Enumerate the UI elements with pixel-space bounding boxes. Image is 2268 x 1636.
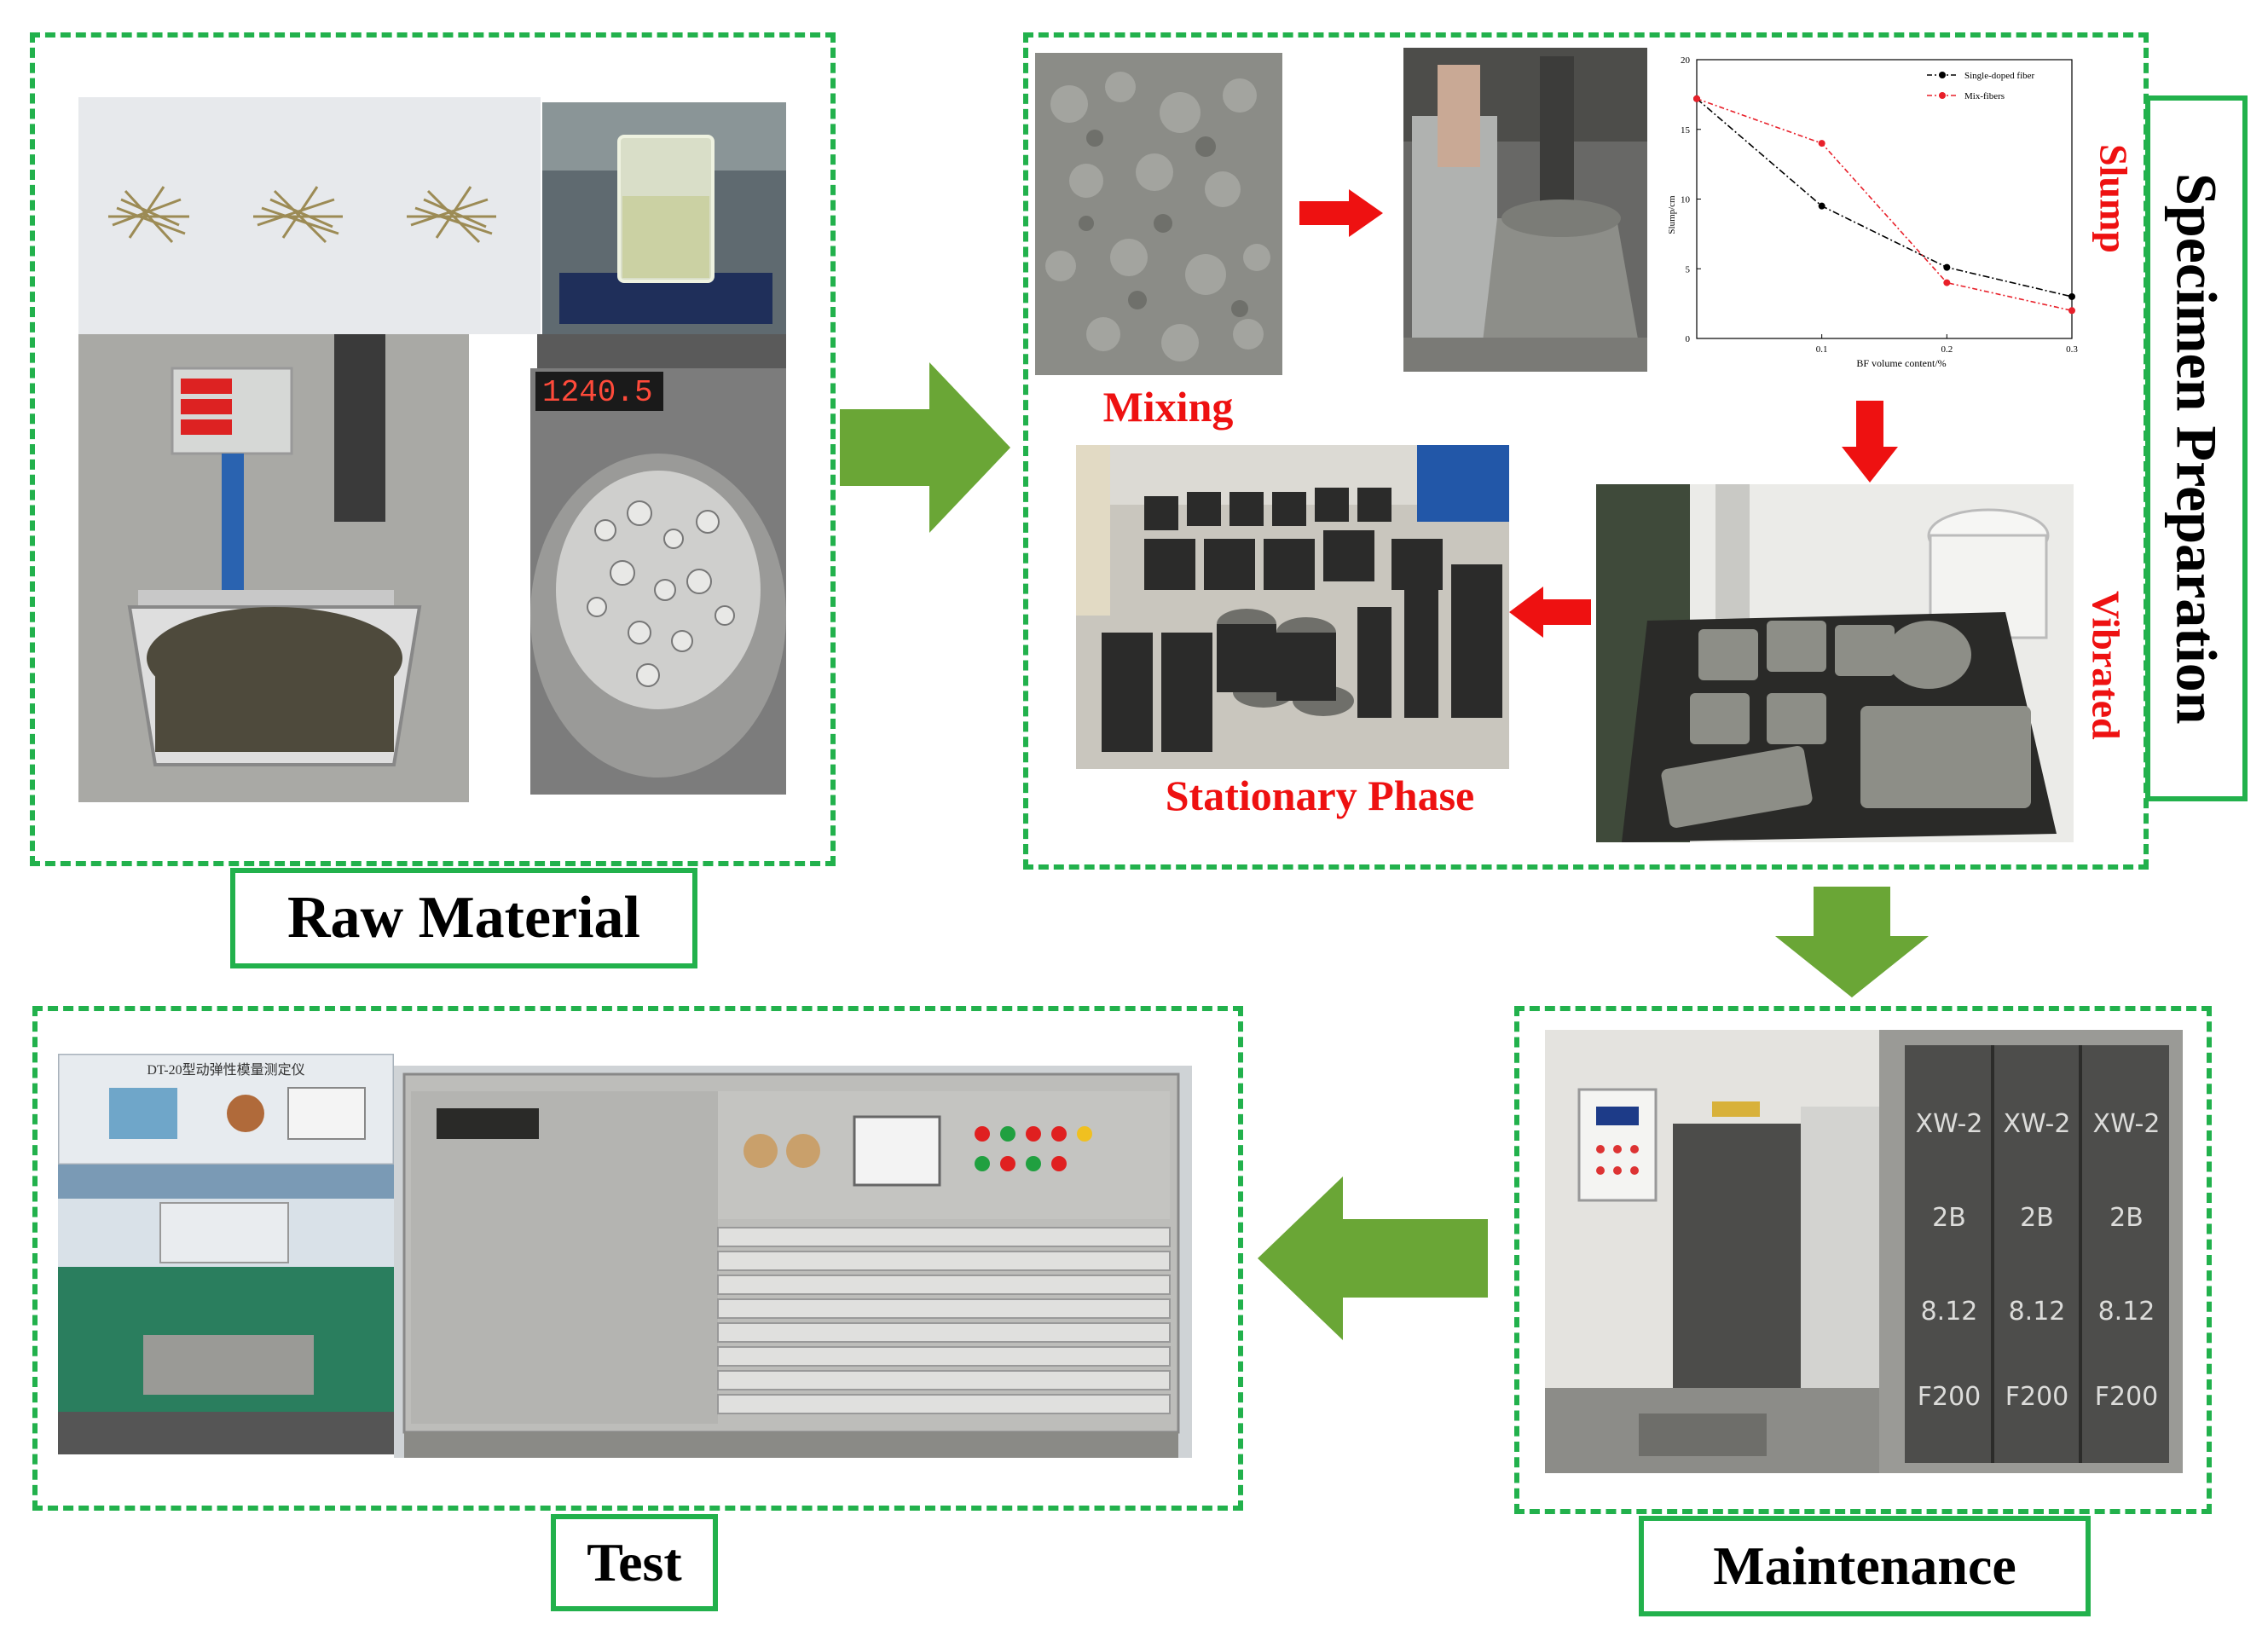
specimen-row4-3: F200 bbox=[2095, 1382, 2159, 1412]
specimen-row2-3: 2B bbox=[2109, 1203, 2144, 1233]
specimen-row3-2: 8.12 bbox=[2009, 1297, 2066, 1327]
test-label-text: Test bbox=[587, 1532, 682, 1593]
aggregate-bucket-photo: 1240.5 bbox=[469, 334, 786, 802]
flow-arrow-down-1 bbox=[1775, 887, 1929, 997]
raw-material-label: Raw Material bbox=[230, 868, 697, 968]
chart-data-point bbox=[1818, 202, 1825, 210]
specimen-preparation-label-text: Specimen Preparation bbox=[2164, 172, 2230, 725]
chart-x-axis-label: BF volume content/% bbox=[1856, 357, 1946, 369]
scale-display: 1240.5 bbox=[542, 375, 653, 410]
flow-arrow-right-1 bbox=[840, 362, 1010, 533]
freeze-thaw-chamber-photo bbox=[394, 1066, 1192, 1458]
chart-data-point bbox=[2068, 292, 2075, 300]
dynamic-modulus-tester-photo: DT-20型动弹性模量测定仪 bbox=[58, 1054, 394, 1454]
water-beaker-photo bbox=[542, 102, 786, 334]
chart-x-tick-label: 0.3 bbox=[2066, 344, 2078, 355]
raw-material-label-text: Raw Material bbox=[286, 885, 641, 951]
chart-legend-marker bbox=[1939, 72, 1946, 78]
chart-y-axis-label: Slump/cm bbox=[1667, 195, 1677, 234]
stationary-phase-photo bbox=[1076, 445, 1509, 769]
chart-series bbox=[1693, 95, 2075, 315]
vibrated-step-label: Vibrated bbox=[2080, 563, 2132, 767]
curing-room-photo bbox=[1545, 1030, 1879, 1473]
specimen-mark-3: XW-2 bbox=[2093, 1109, 2161, 1139]
chart-data-point bbox=[1693, 95, 1700, 102]
chart-series-line bbox=[1696, 98, 2073, 298]
sand-scale-photo bbox=[78, 334, 469, 802]
vibrated-photo bbox=[1596, 484, 2074, 842]
maintenance-label: Maintenance bbox=[1639, 1516, 2091, 1616]
specimen-row4-1: F200 bbox=[1918, 1382, 1982, 1412]
chart-y-tick-label: 15 bbox=[1681, 125, 1691, 136]
chart-legend-label: Single-doped fiber bbox=[1964, 71, 2035, 81]
specimen-row2-1: 2B bbox=[1932, 1203, 1966, 1233]
chart-y-tick-label: 0 bbox=[1686, 334, 1691, 344]
maintenance-label-text: Maintenance bbox=[1713, 1535, 2016, 1596]
chart-x-tick-label: 0.1 bbox=[1816, 344, 1828, 355]
step-arrow-down-1 bbox=[1842, 401, 1898, 483]
chart-data-point bbox=[1943, 263, 1951, 271]
chart-data-point bbox=[1943, 279, 1951, 286]
slump-chart-svg: 0 5 10 15 20 0.1 0.2 0.3 Single-doped fiberMix-… bbox=[1654, 44, 2089, 377]
chart-y-tick-label: 5 bbox=[1686, 264, 1691, 275]
chart-x-tick-label: 0.2 bbox=[1941, 344, 1953, 355]
chart-y-tick-label: 20 bbox=[1681, 55, 1691, 66]
test-panel bbox=[32, 1006, 1243, 1511]
raw-material-panel bbox=[30, 32, 836, 866]
fiber-samples-photo bbox=[78, 97, 541, 334]
specimen-row3-3: 8.12 bbox=[2098, 1297, 2155, 1327]
labeled-specimens-photo: XW-2 XW-2 XW-2 2B 2B 2B 8.12 8.12 8.12 F… bbox=[1879, 1030, 2183, 1473]
chart-legend-marker bbox=[1939, 92, 1946, 99]
chart-legend-label: Mix-fibers bbox=[1964, 91, 2005, 101]
chart-data-point bbox=[1818, 140, 1825, 147]
mixing-step-label: Mixing bbox=[1083, 382, 1253, 433]
slump-step-label: Slump bbox=[2091, 126, 2137, 271]
test-label: Test bbox=[551, 1514, 718, 1611]
specimen-mark-2: XW-2 bbox=[2004, 1109, 2071, 1139]
mixing-step-label-text: Mixing bbox=[1102, 383, 1234, 431]
vibrated-step-label-text: Vibrated bbox=[2084, 590, 2128, 740]
chart-axes: 0 5 10 15 20 0.1 0.2 0.3 bbox=[1681, 55, 2078, 355]
stationary-phase-step-label-text: Stationary Phase bbox=[1165, 772, 1475, 819]
specimen-mark-1: XW-2 bbox=[1916, 1109, 1983, 1139]
flow-arrow-left-1 bbox=[1258, 1176, 1488, 1340]
chart-y-tick-label: 10 bbox=[1681, 195, 1691, 205]
specimen-row3-1: 8.12 bbox=[1921, 1297, 1978, 1327]
specimen-preparation-label: Specimen Preparation bbox=[2145, 95, 2248, 801]
slump-test-photo bbox=[1403, 48, 1647, 372]
step-arrow-right-1 bbox=[1299, 189, 1383, 237]
step-arrow-left-1 bbox=[1509, 587, 1591, 638]
slump-step-label-text: Slump bbox=[2092, 144, 2136, 253]
fiber-pile-1 bbox=[108, 186, 189, 244]
maintenance-panel bbox=[1514, 1006, 2212, 1514]
chart-data-point bbox=[2068, 307, 2075, 315]
mixing-photo bbox=[1035, 53, 1282, 375]
specimen-row4-2: F200 bbox=[2005, 1382, 2069, 1412]
stationary-phase-step-label: Stationary Phase bbox=[1124, 771, 1516, 830]
specimen-row2-2: 2B bbox=[2020, 1203, 2054, 1233]
chart-series-line bbox=[1696, 98, 2073, 312]
instrument-title: DT-20型动弹性模量测定仪 bbox=[147, 1062, 304, 1078]
